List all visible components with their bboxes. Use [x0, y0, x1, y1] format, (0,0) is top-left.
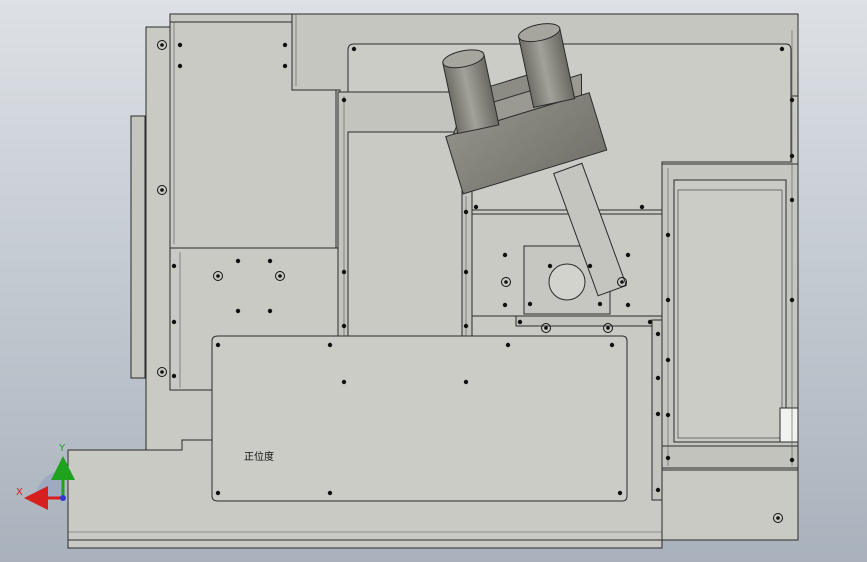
mounting-hole — [351, 46, 357, 52]
mounting-hole — [789, 197, 795, 203]
counterbore-hole — [541, 323, 551, 333]
center-side-strip — [651, 319, 663, 501]
mounting-hole — [665, 412, 671, 418]
bottom-left-step — [68, 439, 212, 451]
mounting-hole — [789, 297, 795, 303]
mounting-hole — [789, 97, 795, 103]
mounting-hole — [327, 490, 333, 496]
counterbore-hole — [773, 513, 783, 523]
mounting-hole — [609, 342, 615, 348]
counterbore-center — [160, 43, 164, 47]
mounting-hole — [517, 319, 523, 325]
position-annotation: 正位度 — [244, 452, 274, 463]
counterbore-center — [216, 274, 220, 278]
cylinder-left — [442, 49, 500, 135]
mounting-hole — [463, 269, 469, 275]
mounting-hole — [267, 308, 273, 314]
mounting-hole — [617, 490, 623, 496]
counterbore-hole — [157, 185, 167, 195]
mounting-hole — [625, 252, 631, 258]
counterbore-center — [606, 326, 610, 330]
mounting-hole — [505, 342, 511, 348]
mounting-hole — [463, 323, 469, 329]
mounting-hole — [655, 411, 661, 417]
mounting-hole — [341, 379, 347, 385]
mounting-hole — [463, 379, 469, 385]
pivot-hub — [548, 263, 586, 301]
mounting-hole — [502, 302, 508, 308]
right-frame-base — [661, 445, 799, 469]
counterbore-hole — [617, 277, 627, 287]
mounting-hole — [587, 263, 593, 269]
mounting-hole — [473, 204, 479, 210]
mounting-hole — [267, 258, 273, 264]
bottom-plate — [211, 335, 628, 502]
counterbore-hole — [501, 277, 511, 287]
mounting-hole — [597, 301, 603, 307]
coordinate-triad[interactable] — [24, 456, 75, 510]
mounting-hole — [282, 42, 288, 48]
mounting-hole — [789, 457, 795, 463]
lower-rail-strip — [515, 315, 663, 327]
counterbore-center — [504, 280, 508, 284]
right-lower-block — [661, 469, 799, 541]
counterbore-center — [620, 280, 624, 284]
triad-x-label: X — [16, 487, 23, 498]
mounting-hole — [341, 269, 347, 275]
mounting-hole — [177, 42, 183, 48]
counterbore-hole — [603, 323, 613, 333]
center-slide-channel — [347, 131, 463, 373]
cylinder-right-cap — [518, 23, 561, 43]
counterbore-center — [160, 188, 164, 192]
counterbore-hole — [157, 367, 167, 377]
cylinder-left-cap — [442, 49, 485, 69]
mounting-hole — [282, 63, 288, 69]
mounting-hole — [665, 357, 671, 363]
mounting-hole — [215, 490, 221, 496]
counterbore-hole — [275, 271, 285, 281]
mounting-hole — [463, 209, 469, 215]
mounting-hole — [655, 331, 661, 337]
mounting-holes — [157, 40, 795, 523]
mounting-hole — [215, 342, 221, 348]
triad-y-label: Y — [59, 443, 66, 454]
mounting-hole — [665, 232, 671, 238]
mounting-hole — [502, 252, 508, 258]
mounting-hole — [235, 308, 241, 314]
mounting-hole — [341, 97, 347, 103]
mounting-hole — [779, 46, 785, 52]
mounting-hole — [655, 375, 661, 381]
mounting-hole — [171, 373, 177, 379]
mounting-hole — [527, 301, 533, 307]
mounting-hole — [547, 263, 553, 269]
mounting-hole — [789, 153, 795, 159]
mounting-hole — [665, 297, 671, 303]
counterbore-hole — [213, 271, 223, 281]
mounting-hole — [625, 302, 631, 308]
arm-shaft — [553, 162, 627, 297]
mounting-hole — [341, 323, 347, 329]
mounting-hole — [647, 319, 653, 325]
rotary-arm — [553, 162, 627, 297]
counterbore-center — [160, 370, 164, 374]
right-white-tab — [779, 407, 799, 443]
mounting-hole — [639, 204, 645, 210]
mounting-hole — [235, 258, 241, 264]
counterbore-hole — [157, 40, 167, 50]
right-frame-window — [677, 189, 783, 439]
mounting-hole — [655, 487, 661, 493]
mounting-hole — [665, 455, 671, 461]
counterbore-center — [544, 326, 548, 330]
mounting-hole — [171, 263, 177, 269]
counterbore-center — [776, 516, 780, 520]
mounting-hole — [171, 319, 177, 325]
left-side-rail — [130, 115, 146, 379]
triad-z-axis — [60, 495, 66, 501]
counterbore-center — [278, 274, 282, 278]
cylinder-right — [518, 23, 576, 108]
mounting-hole — [177, 63, 183, 69]
mounting-hole — [327, 342, 333, 348]
